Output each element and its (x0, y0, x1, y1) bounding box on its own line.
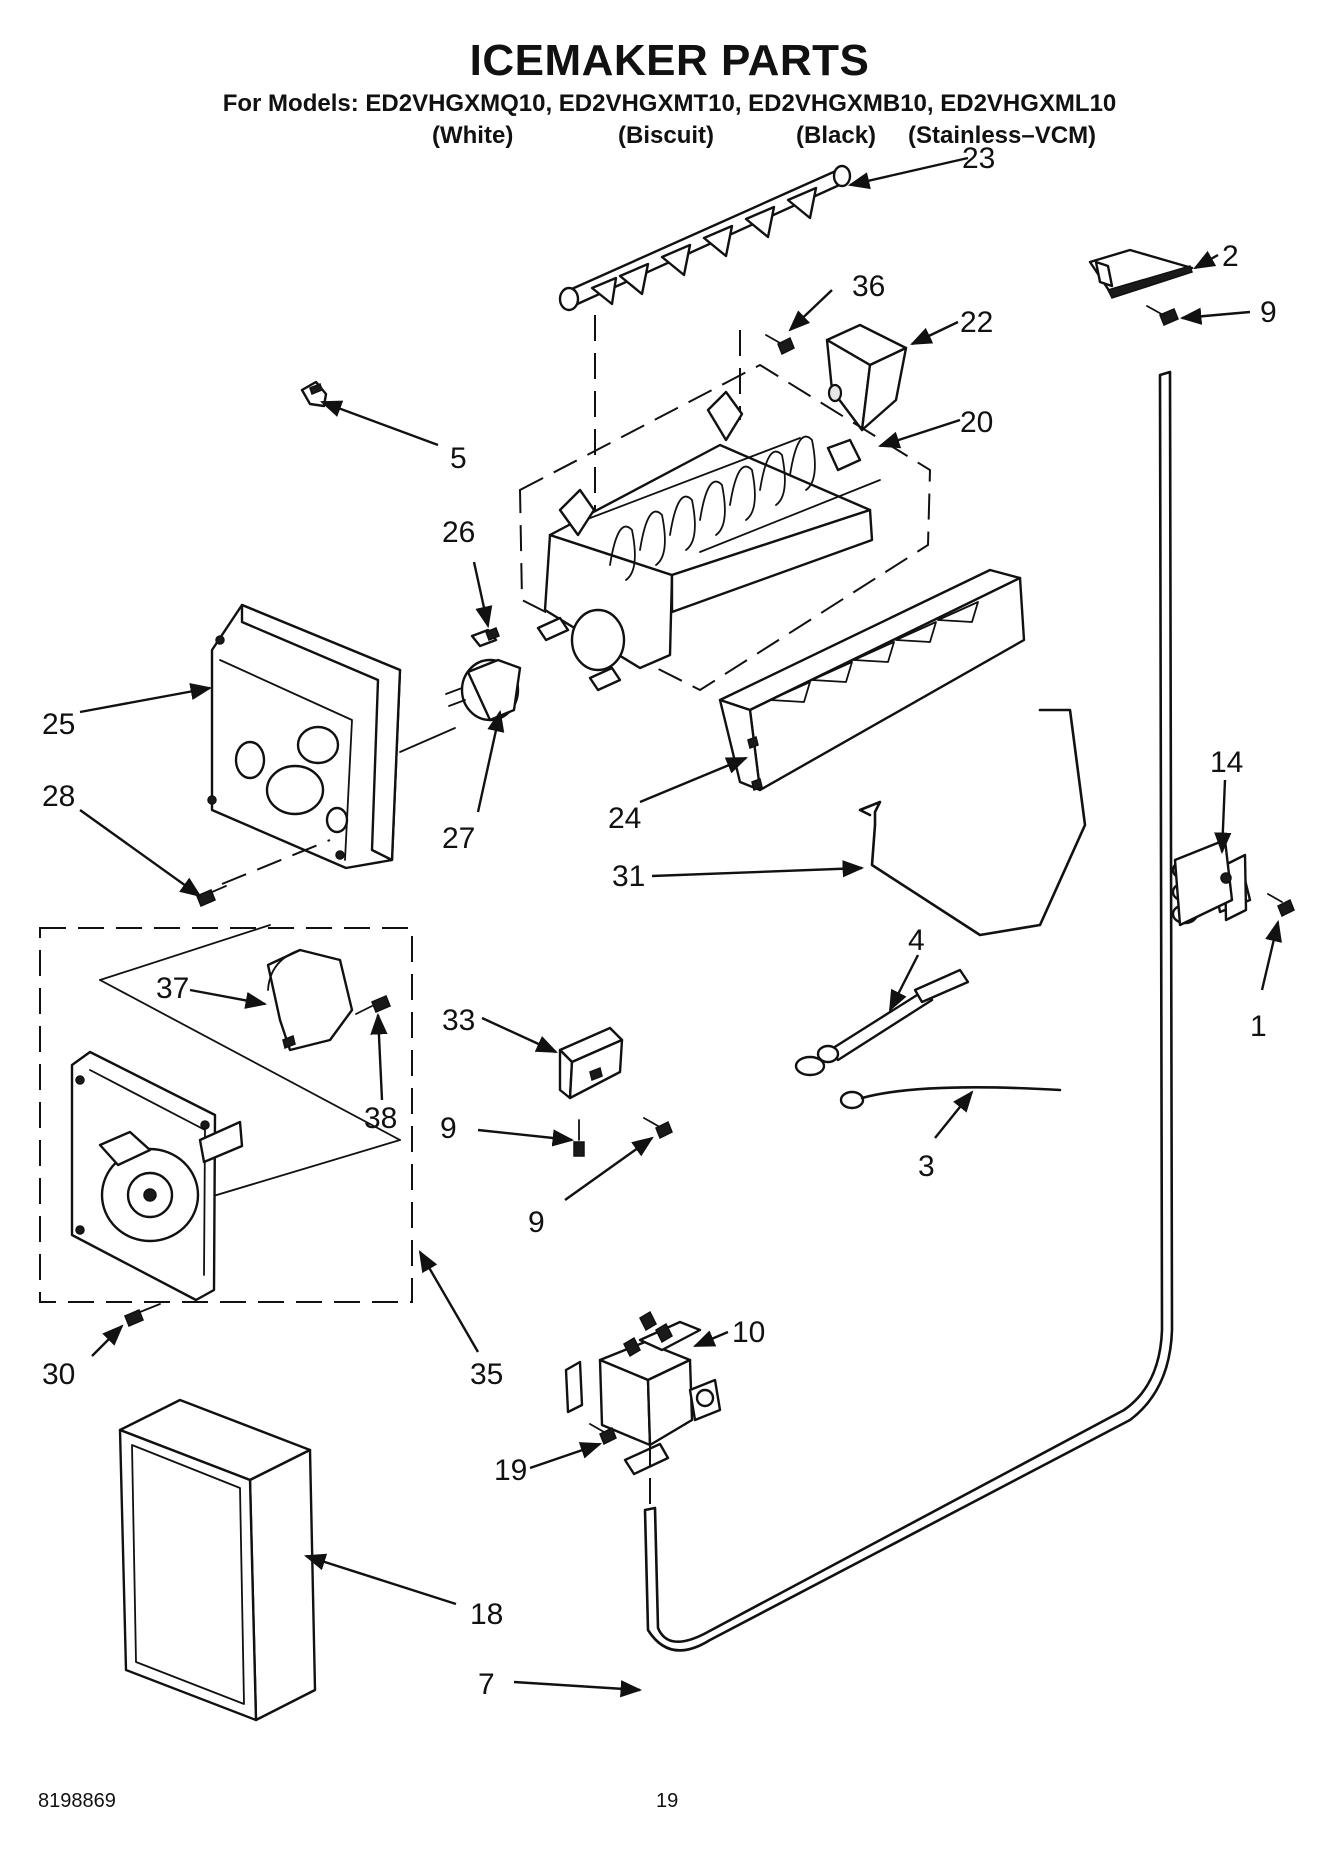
callout-2: 2 (1222, 240, 1239, 273)
callout-37: 37 (156, 972, 189, 1005)
screw-part (643, 1117, 673, 1140)
callout-30: 30 (42, 1358, 75, 1391)
shutoff-clip-part (558, 1026, 624, 1100)
motor-part (445, 658, 522, 722)
control-module-part (70, 1050, 244, 1302)
clip-part (300, 380, 328, 408)
housing-part (207, 603, 456, 870)
callout-18: 18 (470, 1598, 503, 1631)
clip-part (470, 627, 500, 648)
screw-part (1267, 893, 1295, 918)
page-number: 19 (656, 1790, 679, 1812)
cover-part (718, 568, 1026, 792)
insulation-part (118, 1398, 317, 1722)
callout-5: 5 (450, 442, 467, 475)
callout-36: 36 (852, 270, 885, 303)
callout-23: 23 (962, 142, 995, 175)
screw-part (355, 995, 391, 1015)
page-title: ICEMAKER PARTS (469, 36, 870, 85)
mold-part (536, 390, 881, 692)
callout-35: 35 (470, 1358, 503, 1391)
callout-27: 27 (442, 822, 475, 855)
screw-part (765, 334, 795, 356)
callout-38: 38 (364, 1102, 397, 1135)
callout-19: 19 (494, 1454, 527, 1487)
sensor-part (839, 1086, 1062, 1110)
document-number: 8198869 (38, 1790, 116, 1812)
callout-7: 7 (478, 1668, 495, 1701)
callout-20: 20 (960, 406, 993, 439)
callout-9-top: 9 (1260, 296, 1277, 329)
screw-part (573, 1119, 585, 1157)
variant-black: (Black) (796, 122, 877, 149)
screw-part (589, 1423, 617, 1446)
callout-24: 24 (608, 802, 641, 835)
callout-22: 22 (960, 306, 993, 339)
variant-biscuit: (Biscuit) (618, 122, 714, 149)
callout-25: 25 (42, 708, 75, 741)
variant-stainless: (Stainless–VCM) (908, 122, 1097, 149)
shutoff-arm-part (858, 708, 1087, 937)
motor-cover-part (266, 948, 354, 1052)
screw-part (124, 1303, 161, 1327)
ejector-part (558, 164, 852, 312)
clamp-part (1171, 838, 1252, 927)
callout-9-left: 9 (440, 1112, 457, 1145)
callout-28: 28 (42, 780, 75, 813)
callout-33: 33 (442, 1004, 475, 1037)
callout-10: 10 (732, 1316, 765, 1349)
screw-part (1146, 305, 1179, 326)
callout-3: 3 (918, 1150, 935, 1183)
callout-31: 31 (612, 860, 645, 893)
models-line: For Models: ED2VHGXMQ10, ED2VHGXMT10, ED… (222, 90, 1117, 117)
bracket-part (1088, 248, 1194, 299)
screw-part (196, 885, 227, 907)
fill-tube-part (643, 370, 1174, 1652)
callout-26: 26 (442, 516, 475, 549)
water-valve-part (564, 1310, 722, 1476)
thermostat-part (794, 968, 970, 1077)
variant-white: (White) (432, 122, 514, 149)
callout-14: 14 (1210, 746, 1243, 779)
callout-4: 4 (908, 924, 925, 957)
callout-9-bottom: 9 (528, 1206, 545, 1239)
fill-cup-part (825, 323, 908, 432)
callout-1: 1 (1250, 1010, 1267, 1043)
